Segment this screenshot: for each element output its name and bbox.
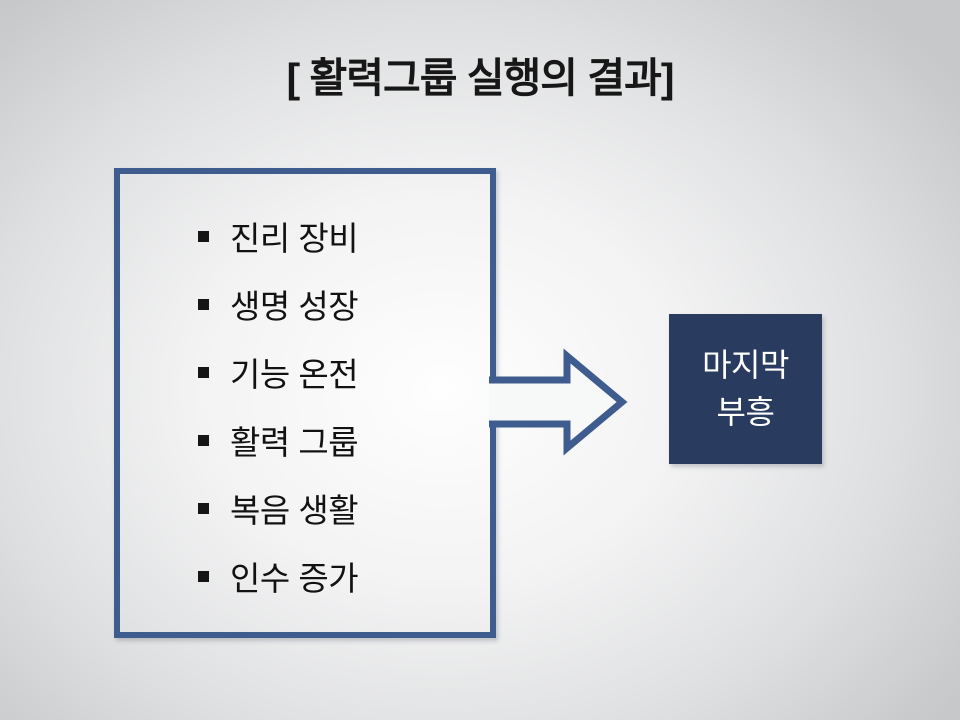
- square-bullet-icon: [198, 502, 209, 514]
- square-bullet-icon: [198, 434, 209, 446]
- slide-title: [ 활력그룹 실행의 결과]: [286, 55, 675, 101]
- final-revival-box: 마지막 부흥: [669, 314, 822, 464]
- final-box-line2: 부흥: [716, 394, 775, 430]
- list-item-text: 생명 성장: [230, 288, 359, 325]
- list-item: 진리 장비: [198, 202, 490, 270]
- final-box-line1: 마지막: [702, 347, 789, 383]
- list-item-text: 기능 온전: [230, 356, 359, 393]
- list-item: 생명 성장: [198, 270, 490, 338]
- list-item-text: 활력 그룹: [230, 424, 359, 461]
- square-bullet-icon: [198, 366, 209, 378]
- list-item: 인수 증가: [198, 542, 490, 610]
- list-item: 기능 온전: [198, 338, 490, 406]
- list-item: 복음 생활: [198, 474, 490, 542]
- results-outline-box: 진리 장비 생명 성장 기능 온전 활력 그룹 복음 생활 인수 증가: [114, 168, 496, 638]
- square-bullet-icon: [198, 298, 209, 310]
- square-bullet-icon: [198, 230, 209, 242]
- right-arrow-icon: [489, 348, 628, 456]
- results-list: 진리 장비 생명 성장 기능 온전 활력 그룹 복음 생활 인수 증가: [120, 174, 490, 610]
- list-item-text: 진리 장비: [230, 220, 359, 257]
- square-bullet-icon: [198, 570, 209, 582]
- list-item: 활력 그룹: [198, 406, 490, 474]
- list-item-text: 인수 증가: [230, 560, 359, 597]
- list-item-text: 복음 생활: [230, 492, 359, 529]
